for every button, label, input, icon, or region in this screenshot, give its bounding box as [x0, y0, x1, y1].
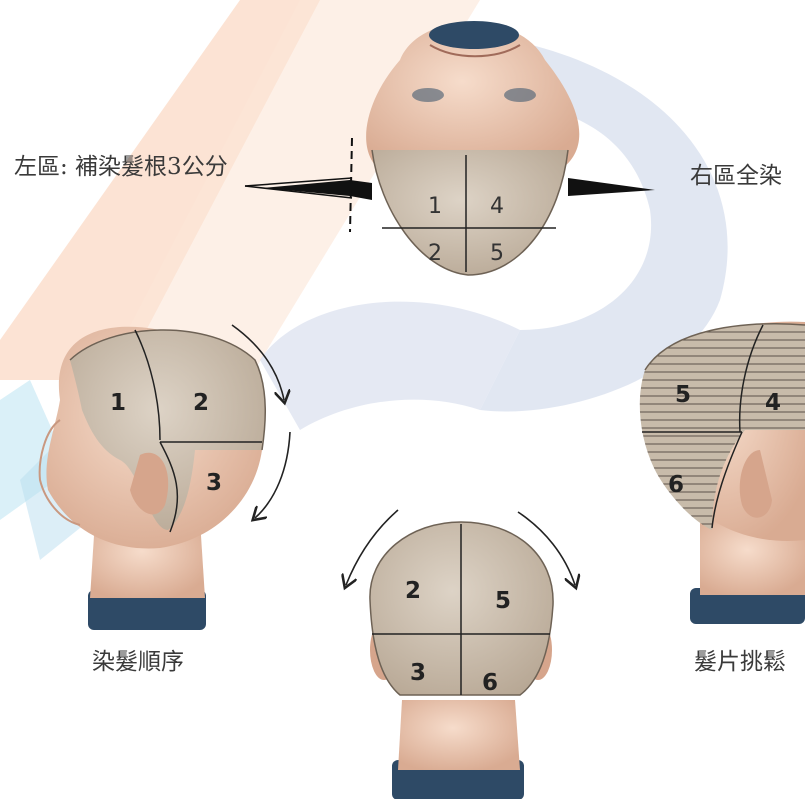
back-section-5: 5	[495, 588, 511, 614]
back-section-6: 6	[482, 670, 498, 696]
left-zone-label: 左區: 補染髮根3公分	[14, 156, 228, 179]
back-section-3: 3	[410, 660, 426, 686]
hair-slice-label: 髮片挑鬆	[694, 651, 786, 674]
top-section-2: 2	[428, 241, 442, 266]
right-zone-label: 右區全染	[690, 165, 782, 188]
back-head: 2 5 3 6	[370, 522, 553, 799]
right-head: 5 4 6	[640, 322, 805, 624]
top-section-4: 4	[490, 194, 504, 219]
left-section-3: 3	[206, 470, 222, 496]
right-section-4: 4	[765, 390, 781, 416]
right-section-5: 5	[675, 382, 691, 408]
right-section-6: 6	[668, 472, 684, 498]
left-section-1: 1	[110, 390, 126, 416]
back-section-2: 2	[405, 578, 421, 604]
left-head: 1 2 3	[40, 327, 266, 630]
top-section-1: 1	[428, 194, 442, 219]
left-section-2: 2	[193, 390, 209, 416]
top-section-5: 5	[490, 241, 504, 266]
dye-order-label: 染髮順序	[92, 651, 184, 674]
